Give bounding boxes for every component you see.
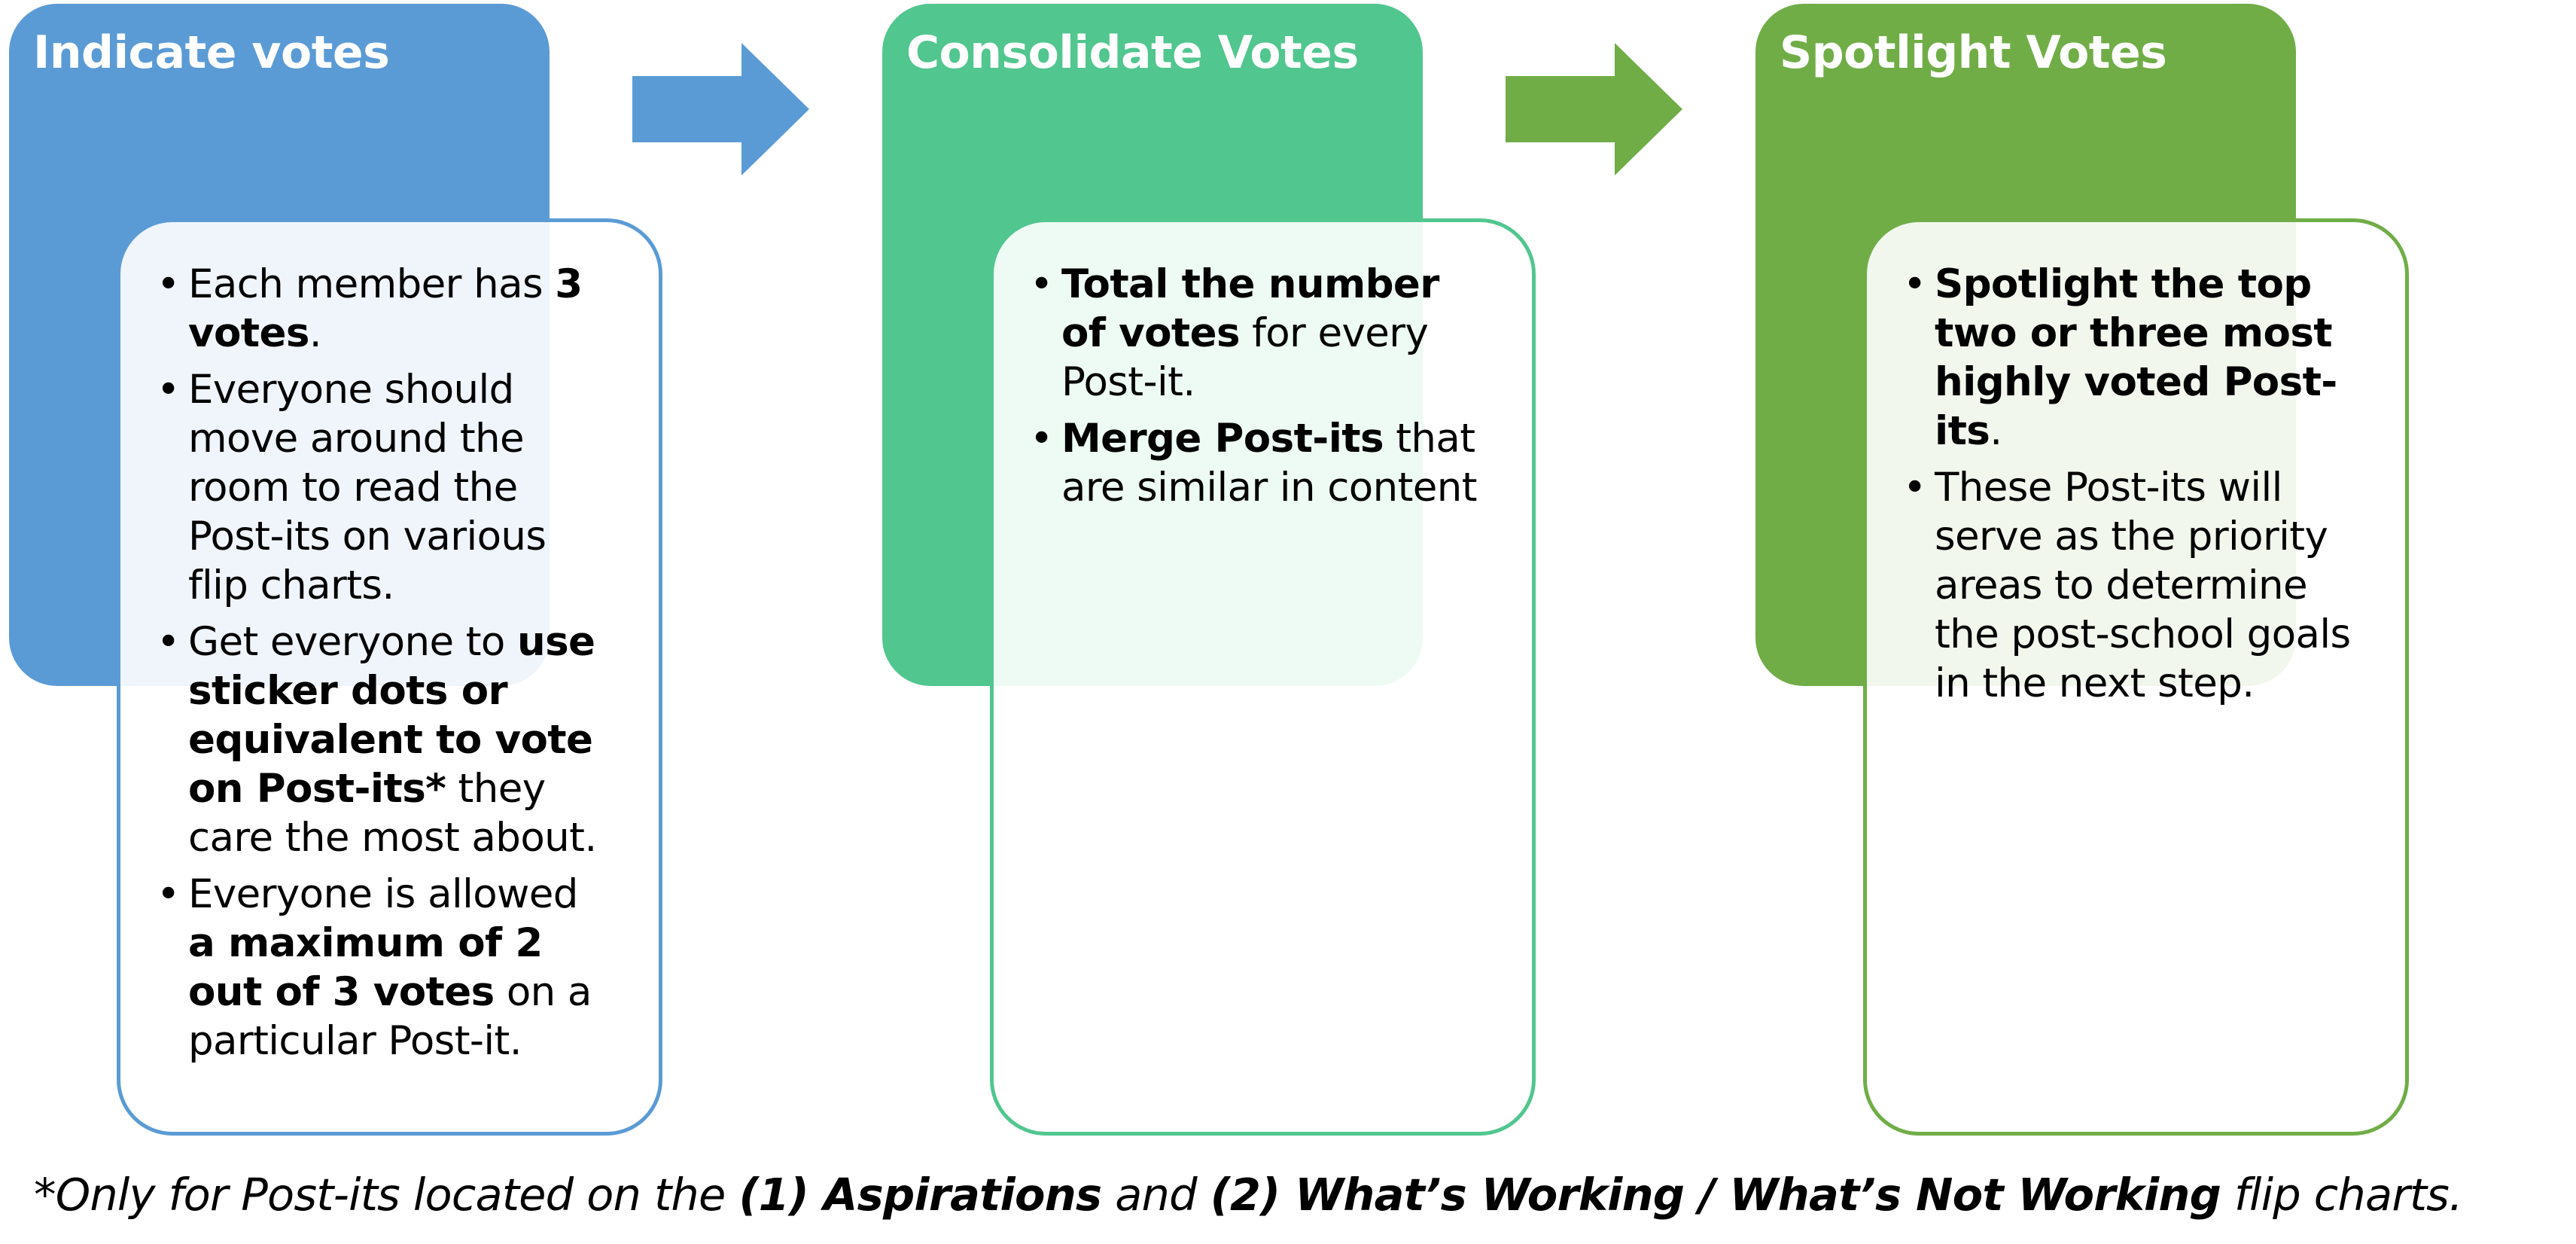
bullet-list: Spotlight the top two or three most high…	[1903, 260, 2360, 708]
arrow-right-icon	[632, 43, 809, 175]
bullet-item: Spotlight the top two or three most high…	[1903, 260, 2360, 456]
bold-text: (1) Aspirations	[738, 1169, 1102, 1221]
bullet-item: Total the number of votes for every Post…	[1030, 260, 1487, 407]
bold-text: (2) What’s Working / What’s Not Working	[1210, 1169, 2221, 1221]
bullet-item: Get everyone to use sticker dots or equi…	[157, 617, 614, 862]
text-run: Each member has	[188, 261, 556, 307]
stage-title: Indicate votes	[33, 26, 390, 79]
stage-content-indicate-votes: Each member has 3 votes.Everyone should …	[117, 218, 662, 1136]
text-run: .	[1990, 408, 2002, 454]
bold-text: a maximum of 2 out of 3 votes	[188, 920, 543, 1015]
arrow-right-icon	[1506, 43, 1682, 175]
arrow-shape	[1506, 43, 1682, 175]
text-run: they care the most about.	[188, 766, 597, 861]
arrow-shape	[632, 43, 809, 175]
bullet-item: Merge Post-its that are similar in conte…	[1030, 414, 1487, 512]
text-run: Get everyone to	[188, 619, 517, 665]
bold-text: 3 votes	[188, 261, 583, 356]
text-run: and	[1101, 1169, 1210, 1221]
text-run: *Only for Post-its located on the	[34, 1169, 739, 1221]
bold-text: Total the number of votes	[1061, 261, 1439, 356]
bold-text: use sticker dots or equivalent to vote o…	[188, 619, 595, 812]
bold-text: Merge Post-its	[1061, 416, 1384, 462]
text-run: on a particular Post-it.	[188, 969, 592, 1064]
stage-content-spotlight-votes: Spotlight the top two or three most high…	[1863, 218, 2409, 1136]
bullet-item: Each member has 3 votes.	[157, 260, 614, 358]
bullet-item: These Post-its will serve as the priorit…	[1903, 463, 2360, 708]
stage-content-consolidate-votes: Total the number of votes for every Post…	[990, 218, 1536, 1136]
footnote: *Only for Post-its located on the (1) As…	[34, 1169, 2463, 1221]
bullet-list: Total the number of votes for every Post…	[1030, 260, 1487, 512]
bullet-list: Each member has 3 votes.Everyone should …	[157, 260, 614, 1066]
text-run: that are similar in content	[1061, 416, 1478, 511]
text-run: flip charts.	[2221, 1169, 2463, 1221]
text-run: Everyone should move around the room to …	[188, 367, 547, 608]
text-run: .	[309, 310, 322, 356]
stage-title: Spotlight Votes	[1780, 26, 2167, 79]
text-run: for every Post-it.	[1061, 310, 1429, 405]
bullet-item: Everyone is allowed a maximum of 2 out o…	[157, 870, 614, 1066]
stage-title: Consolidate Votes	[906, 26, 1359, 79]
text-run: These Post-its will serve as the priorit…	[1935, 465, 2351, 706]
bold-text: Spotlight the top two or three most high…	[1935, 261, 2337, 454]
text-run: Everyone is allowed	[188, 871, 578, 917]
bullet-item: Everyone should move around the room to …	[157, 365, 614, 610]
